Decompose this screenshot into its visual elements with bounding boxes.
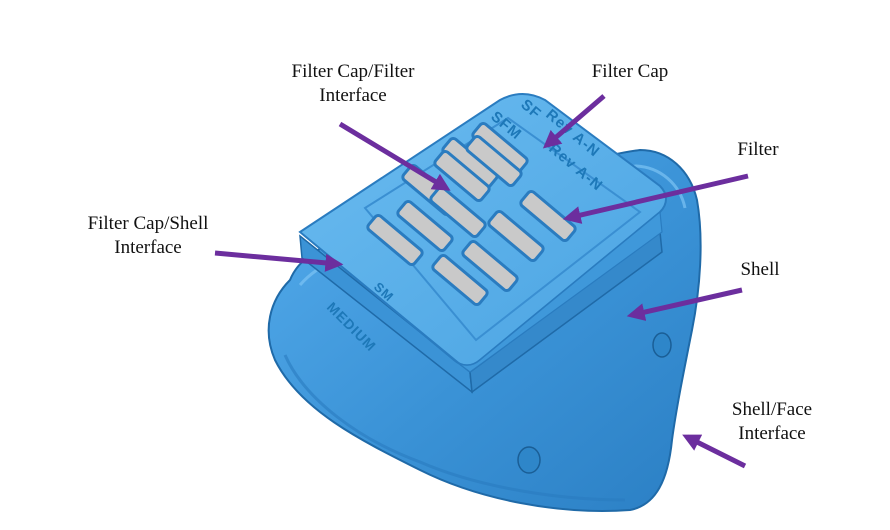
label-line: Filter Cap/Shell: [87, 213, 209, 234]
label-filter-cap-shell-interface: Filter Cap/Shell Interface: [58, 212, 238, 260]
shell-ledge: [299, 230, 663, 394]
arrow-shell-face-interface: [682, 434, 747, 469]
label-filter: Filter: [718, 138, 798, 162]
arrow-shell: [626, 287, 743, 321]
label-line: Filter Cap/Filter: [291, 61, 415, 82]
arrow-filter-cap-filter-interface: [338, 121, 451, 191]
filter-slot: [433, 149, 491, 203]
label-line: Interface: [738, 423, 806, 444]
shell-clip: [517, 332, 672, 474]
label-line: Interface: [319, 85, 387, 106]
label-line: Interface: [114, 237, 182, 258]
filter-slot: [461, 239, 519, 293]
arrow-filter: [562, 173, 749, 224]
label-filter-cap-filter-interface: Filter Cap/Filter Interface: [258, 60, 448, 108]
arrows: [214, 94, 749, 469]
filter-slot: [431, 253, 489, 307]
label-line: Shell/Face: [731, 399, 813, 420]
filter-slot: [465, 134, 523, 188]
filter-slots: [366, 121, 577, 307]
filter-slot: [487, 209, 545, 263]
filter-slot: [429, 185, 487, 239]
arrow-filter-cap: [542, 94, 606, 149]
label-line: Shell: [740, 259, 780, 280]
filter-slot: [366, 213, 424, 267]
label-line: Filter: [737, 139, 779, 160]
arrow-filter-cap-shell-interface: [214, 250, 344, 272]
label-line: Filter Cap: [591, 61, 669, 82]
label-shell: Shell: [720, 258, 800, 282]
label-filter-cap: Filter Cap: [565, 60, 695, 84]
label-shell-face-interface: Shell/Face Interface: [712, 398, 832, 446]
filter-slot: [519, 189, 577, 243]
filter-slot: [396, 199, 454, 253]
